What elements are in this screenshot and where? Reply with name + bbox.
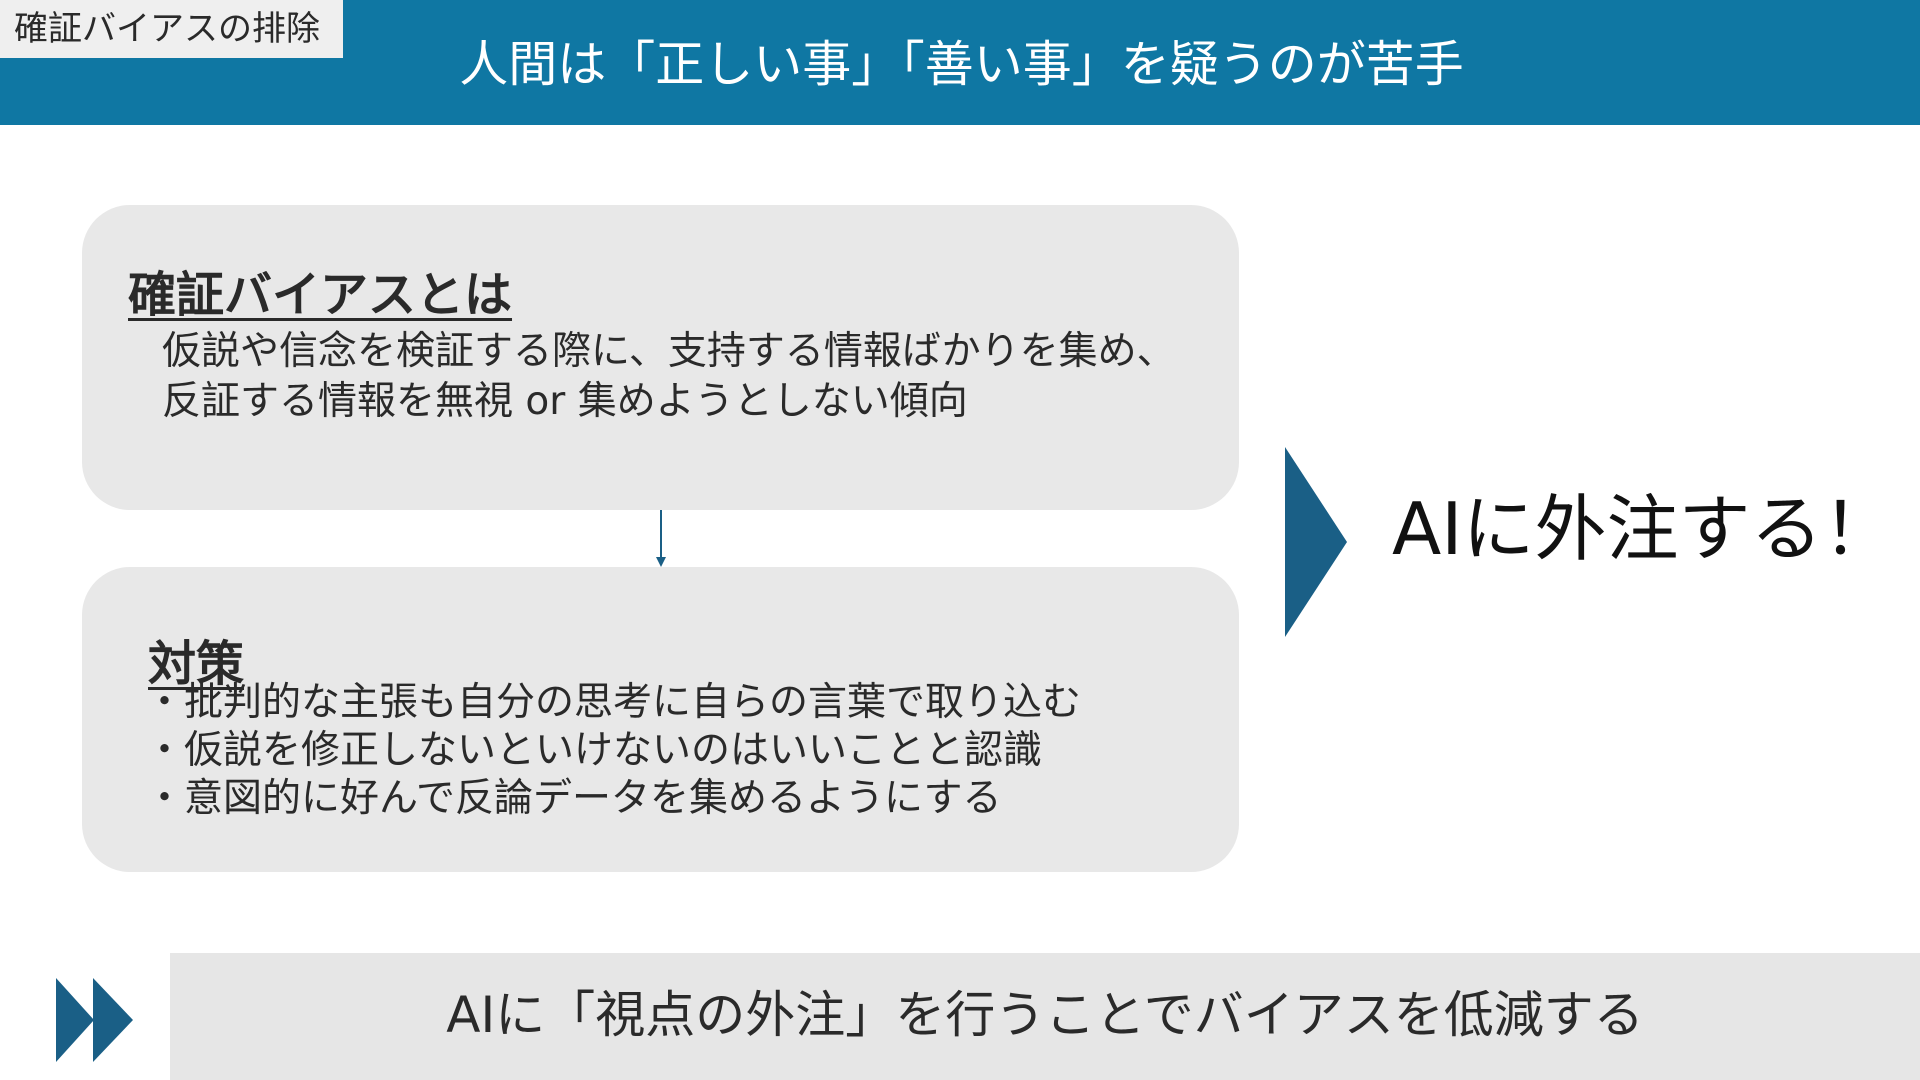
conclusion-text: AIに外注する！ [1392, 487, 1895, 571]
summary-bar: AIに「視点の外注」を行うことでバイアスを低減する [170, 953, 1920, 1080]
countermeasure-heading: 対策 [148, 636, 245, 692]
list-item: ・仮説を修正しないといけないのはいいことと認識 [145, 728, 1043, 773]
countermeasure-list: ・批判的な主張も自分の思考に自らの言葉で取り込む ・仮説を修正しないといけないの… [145, 679, 1081, 823]
definition-text: 仮説や信念を検証する際に、支持する情報ばかりを集め、 反証する情報を無視 or … [162, 327, 1176, 427]
definition-card: 確証バイアスとは 仮説や信念を検証する際に、支持する情報ばかりを集め、 反証する… [82, 205, 1239, 510]
list-item: ・意図的に好んで反論データを集めるようにする [145, 776, 1002, 821]
arrow-down-icon [656, 510, 666, 567]
summary-text: AIに「視点の外注」を行うことでバイアスを低減する [446, 986, 1644, 1044]
list-item: ・批判的な主張も自分の思考に自らの言葉で取り込む [145, 680, 1082, 725]
slide-title: 人間は「正しい事」「善い事」を疑うのが苦手 [459, 36, 1464, 93]
definition-heading: 確証バイアスとは [128, 267, 513, 323]
double-chevron-right-icon [56, 978, 133, 1062]
header-bar: 確証バイアスの排除 人間は「正しい事」「善い事」を疑うのが苦手 [0, 0, 1920, 125]
chevron-right-icon [1285, 447, 1347, 637]
countermeasure-card: 対策 ・批判的な主張も自分の思考に自らの言葉で取り込む ・仮説を修正しないといけ… [82, 567, 1239, 872]
definition-line: 反証する情報を無視 or 集めようとしない傾向 [162, 379, 968, 424]
definition-line: 仮説や信念を検証する際に、支持する情報ばかりを集め、 [162, 329, 1176, 374]
section-tag: 確証バイアスの排除 [0, 0, 343, 58]
